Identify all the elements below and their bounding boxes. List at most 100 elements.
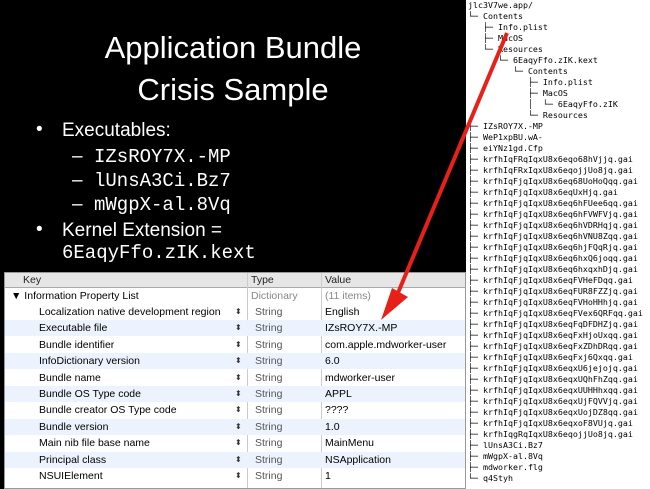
plist-key[interactable]: Main nib file base name xyxy=(39,437,150,450)
plist-key[interactable]: Bundle identifier xyxy=(39,338,115,351)
column-header-key[interactable]: Key xyxy=(23,274,42,286)
stepper-icon[interactable]: ⬍ xyxy=(235,389,242,398)
plist-key[interactable]: NSUIElement xyxy=(39,470,103,482)
stepper-icon[interactable]: ⬍ xyxy=(235,421,242,431)
executable-item: IZsROY7X.-MP xyxy=(94,146,231,168)
plist-type[interactable]: String xyxy=(255,355,283,368)
plist-type[interactable]: String xyxy=(255,306,283,318)
tree-entry: ├─ krfhIqFjqIqxU8x6eq6hjFQqRjq.gai xyxy=(468,242,638,252)
plist-value[interactable]: 1 xyxy=(325,470,331,482)
tree-entry: ├─ eiYNz1gd.Cfp xyxy=(468,143,543,153)
stepper-icon[interactable]: ⬍ xyxy=(235,356,242,366)
tree-entry: ├─ krfhIqFjqIqxU8x6eqxUojDZ8qq.gai xyxy=(468,407,638,417)
slide-title-line2: Crisis Sample xyxy=(137,72,329,107)
column-header-value[interactable]: Value xyxy=(325,274,352,286)
stepper-icon[interactable]: ⬍ xyxy=(235,454,242,464)
plist-key[interactable]: InfoDictionary version xyxy=(39,355,140,368)
executable-item: mWgpX-al.8Vq xyxy=(94,194,231,216)
stepper-icon[interactable]: ⬍ xyxy=(235,339,242,349)
tree-entry: └─ Resources xyxy=(468,110,588,120)
bullet-icon: • xyxy=(36,119,43,140)
plist-type[interactable]: String xyxy=(255,470,283,482)
tree-entry: ├─ krfhIqFjqIqxU8x6eq6hFVWFVjq.gai xyxy=(468,209,638,219)
plist-type[interactable]: String xyxy=(255,404,283,417)
tree-entry: ├─ krfhIqFjqIqxU8x6eqFqDFDHZjq.gai xyxy=(468,319,638,329)
plist-key[interactable]: Executable file xyxy=(39,322,108,335)
tree-entry: ├─ krfhIqFjqIqxU8x6eq6hVNU8Zqq.gai xyxy=(468,231,638,241)
bullet-icon: • xyxy=(36,219,43,240)
stepper-icon[interactable]: ⬍ xyxy=(235,438,242,448)
plist-type[interactable]: String xyxy=(255,388,283,400)
plist-row[interactable]: Bundle creator OS Type code ⬍ String???? xyxy=(5,402,465,418)
plist-value[interactable]: ???? xyxy=(325,404,349,417)
plist-row[interactable]: Localization native development region ⬍ S… xyxy=(5,304,465,320)
plist-row[interactable]: Bundle version ⬍ String 1.0 xyxy=(5,418,465,435)
plist-row[interactable]: Bundle name ⬍ String mdworker-user xyxy=(5,370,465,386)
plist-key[interactable]: Principal class xyxy=(39,453,107,466)
plist-row[interactable]: Principal class ⬍ String NSApplication xyxy=(5,451,465,468)
plist-value[interactable]: APPL xyxy=(325,388,352,400)
tree-entry: ├─ mdworker.flg xyxy=(468,462,543,472)
tree-entry: ├─ krfhIqFjqIqxU8x6eqxUjFQVVjq.gai xyxy=(468,396,638,406)
plist-header: Key Type Value xyxy=(5,273,465,288)
tree-entry: ├─ krfhIqFjqIqxU8x6eqFUR8FZZjq.gai xyxy=(468,286,638,296)
tree-entry: ├─ krfhIqFRxIqxU8x6eqojjUo8jq.gai xyxy=(468,165,633,175)
tree-entry: ├─ MacOS xyxy=(468,33,523,43)
plist-row[interactable]: Bundle OS Type code ⬍ String APPL xyxy=(5,386,465,402)
plist-type[interactable]: String xyxy=(255,322,283,335)
plist-type[interactable]: String xyxy=(255,420,283,433)
tree-entry: ├─ krfhIqFjqIqxU8x6eqxU6jejojq.gai xyxy=(468,363,638,373)
stepper-icon[interactable]: ⬍ xyxy=(235,323,242,333)
tree-entry: └─ 6EaqyFfo.zIK.kext xyxy=(468,55,598,65)
plist-row[interactable]: InfoDictionary version ⬍ String 6.0 xyxy=(5,353,465,370)
dash-icon: – xyxy=(72,170,83,191)
column-divider[interactable] xyxy=(247,273,248,488)
plist-row[interactable]: NSUIElement ⬍ String 1 xyxy=(5,468,465,484)
column-header-type[interactable]: Type xyxy=(251,274,274,286)
plist-value[interactable]: IZsROY7X.-MP xyxy=(325,322,398,335)
stepper-icon[interactable]: ⬍ xyxy=(235,405,242,415)
plist-value[interactable]: 6.0 xyxy=(325,355,340,368)
plist-key[interactable]: Bundle version xyxy=(39,420,109,433)
tree-entry: jlc3V7we.app/ xyxy=(468,0,533,10)
bullet-executables-label: Executables: xyxy=(62,120,171,141)
plist-value[interactable]: com.apple.mdworker-user xyxy=(325,338,447,351)
plist-value[interactable]: NSApplication xyxy=(325,453,391,466)
root-value: (11 items) xyxy=(325,290,371,302)
plist-key[interactable]: Bundle OS Type code xyxy=(39,388,141,400)
tree-entry: ├─ WeP1xpBU.wA- xyxy=(468,132,543,142)
plist-key[interactable]: Bundle name xyxy=(39,371,101,384)
tree-entry: ├─ krfhIqFjqIqxU8x6eq6hxqxhDjq.gai xyxy=(468,264,638,274)
tree-entry: ├─ krfhIqFjqIqxU8x6eqFVHoHHhjq.gai xyxy=(468,297,638,307)
plist-value[interactable]: MainMenu xyxy=(325,437,375,450)
plist-type[interactable]: String xyxy=(255,453,283,466)
stepper-icon[interactable]: ⬍ xyxy=(235,471,242,480)
stepper-icon[interactable]: ⬍ xyxy=(235,307,242,316)
stepper-icon[interactable]: ⬍ xyxy=(235,372,242,382)
tree-entry: │ └─ 6EaqyFfo.zIK xyxy=(468,99,618,109)
plist-row[interactable]: Main nib file base name ⬍ String MainMenu xyxy=(5,435,465,451)
plist-value[interactable]: mdworker-user xyxy=(325,371,396,384)
column-divider[interactable] xyxy=(321,273,322,488)
tree-entry: └─ Contents xyxy=(468,66,568,76)
plist-row[interactable]: Executable file ⬍ String IZsROY7X.-MP xyxy=(5,320,465,337)
root-key[interactable]: ▼ Information Property List xyxy=(11,290,139,302)
tree-entry: ├─ krfhIqFjqIqxU8x6eqxoF8VUjq.gai xyxy=(468,418,633,428)
plist-key[interactable]: Localization native development region xyxy=(39,306,221,318)
plist-key[interactable]: Bundle creator OS Type code xyxy=(39,404,177,417)
plist-value[interactable]: English xyxy=(325,306,360,318)
plist-type[interactable]: String xyxy=(255,437,283,450)
executable-item: lUnsA3Ci.Bz7 xyxy=(94,170,231,192)
plist-row[interactable]: Bundle identifier ⬍ String com.apple.mdwork… xyxy=(5,337,465,353)
dash-icon: – xyxy=(72,194,83,215)
tree-entry: └─ Resources xyxy=(468,44,543,54)
tree-entry: ├─ krfhIqFjqIqxU8x6eqFxZDhDRqq.gai xyxy=(468,341,638,351)
tree-entry: ├─ krfhIqgRqIqxU8x6eqojjUo8jq.gai xyxy=(468,429,633,439)
plist-root-row[interactable]: ▼ Information Property List Dictionary (… xyxy=(5,288,465,304)
plist-type[interactable]: String xyxy=(255,371,283,384)
tree-entry: ├─ krfhIqFjqIqxU8x6eqxUQhFhZqq.gai xyxy=(468,374,638,384)
plist-type[interactable]: String xyxy=(255,338,283,351)
plist-value[interactable]: 1.0 xyxy=(325,420,340,433)
tree-entry: ├─ IZsROY7X.-MP xyxy=(468,121,543,131)
tree-entry: ├─ krfhIqFjqIqxU8x6eqFxj6Qxqq.gai xyxy=(468,352,633,362)
